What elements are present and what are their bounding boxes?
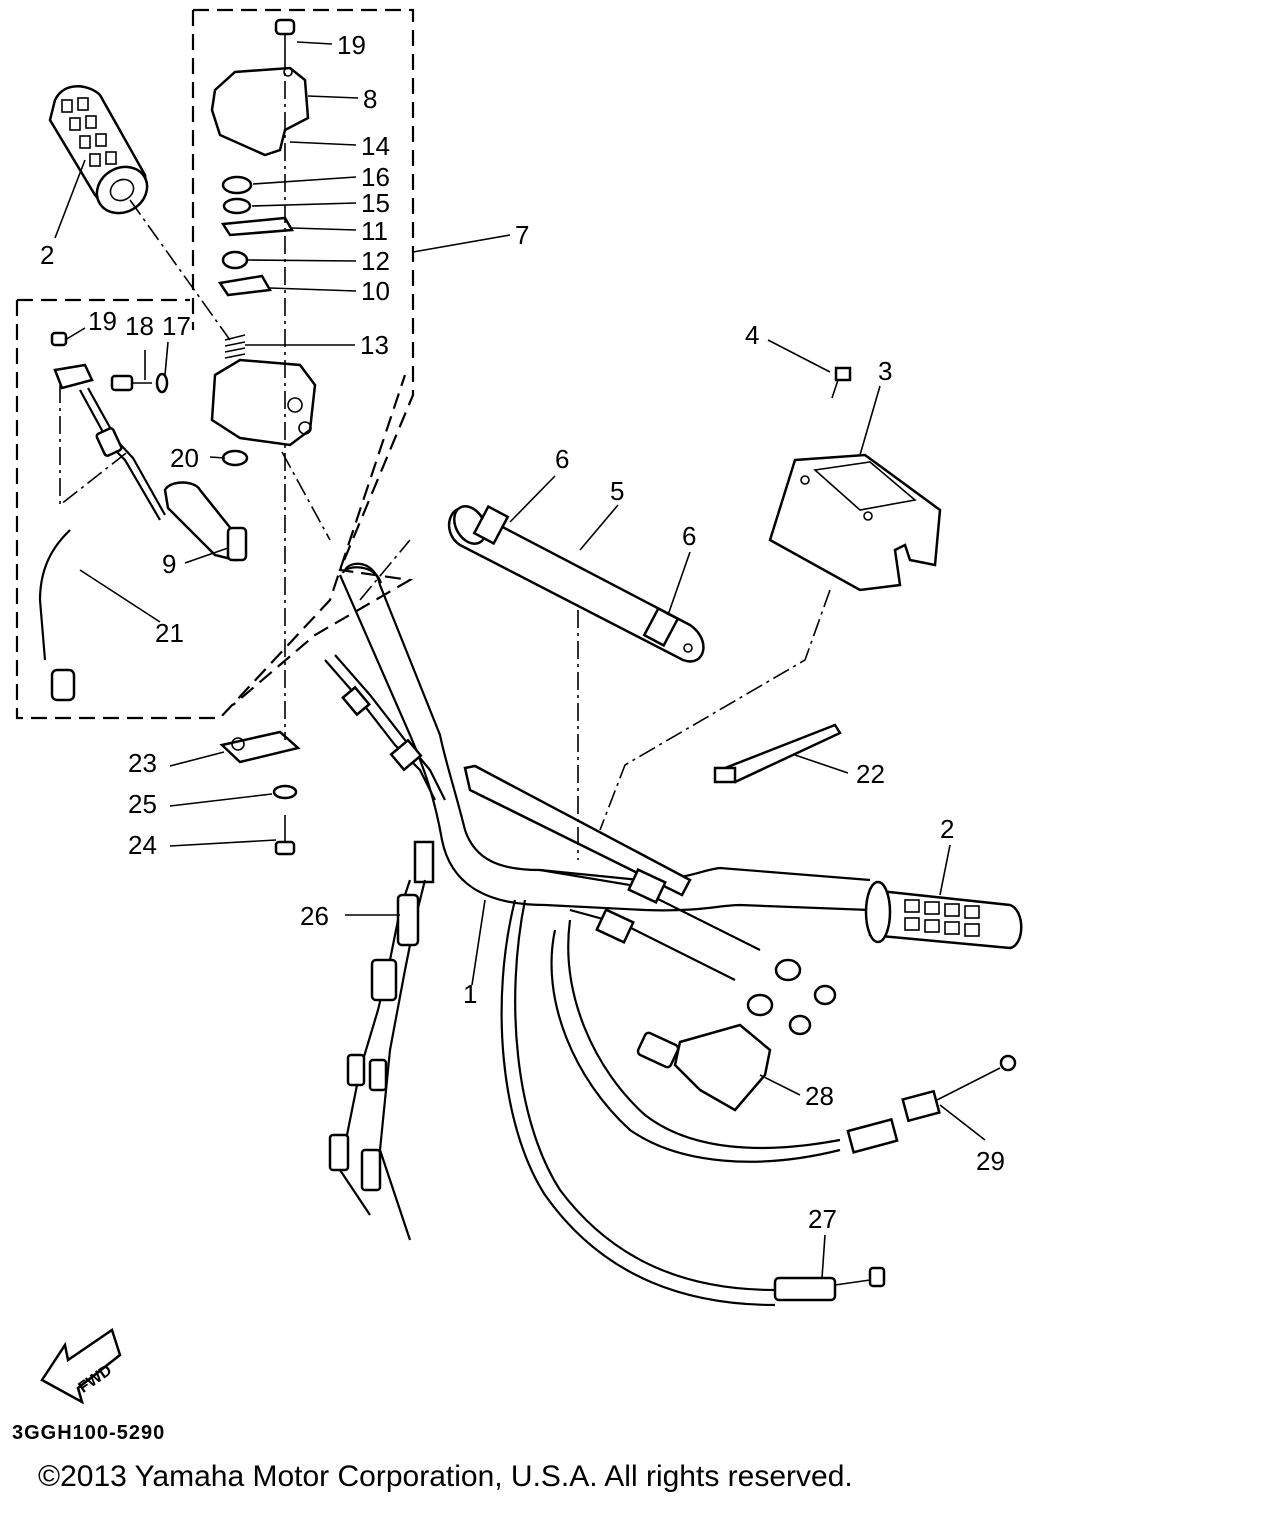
throttle-lever	[163, 481, 248, 562]
kill-switch-lead	[38, 387, 166, 702]
assembly-switch-boundary	[15, 300, 407, 720]
callout-17: 17	[162, 311, 191, 341]
callout-25: 25	[128, 789, 157, 819]
callout-13: 13	[360, 330, 389, 360]
callout-19-switch: 19	[88, 306, 117, 336]
callout-12: 12	[361, 246, 390, 276]
leader-lines	[54, 41, 986, 1279]
alignment-lines	[59, 385, 831, 860]
callout-21: 21	[155, 618, 184, 648]
assembly-7-boundary	[193, 8, 415, 706]
callout-18: 18	[125, 311, 154, 341]
throttle-cable	[324, 654, 446, 1241]
callout-4: 4	[745, 320, 759, 350]
callout-20: 20	[170, 443, 199, 473]
cover-bolt	[831, 366, 852, 399]
callout-3: 3	[878, 356, 892, 386]
callout-1: 1	[463, 979, 477, 1009]
diagram-reference-code: 3GGH100-5290	[12, 1422, 166, 1444]
callout-29: 29	[976, 1146, 1005, 1176]
lever-bolt	[110, 372, 169, 394]
brake-cables	[500, 868, 1017, 1307]
handlebar-pad	[448, 504, 705, 663]
callout-numbers: 19 8 14 16 15 11 7 12 10 2 19 18 17 13 4…	[40, 30, 1005, 1234]
brake-switch-bracket	[636, 1023, 772, 1112]
callout-6-right: 6	[682, 521, 696, 551]
throttle-spring	[224, 334, 246, 359]
forward-arrow-icon: FWD	[40, 1328, 122, 1405]
nut-20	[221, 449, 249, 467]
callout-28: 28	[805, 1081, 834, 1111]
switch-screw	[50, 331, 68, 347]
throttle-washers	[217, 175, 295, 297]
callout-9: 9	[162, 549, 176, 579]
handlebar-cover	[768, 453, 942, 592]
cable-tie	[713, 723, 842, 784]
throttle-housing	[210, 358, 317, 447]
callout-14: 14	[361, 131, 390, 161]
left-grip	[48, 85, 149, 215]
callout-23: 23	[128, 748, 157, 778]
clamp-23	[219, 730, 301, 764]
grip-axis-2	[129, 199, 231, 341]
callout-11: 11	[361, 216, 388, 246]
callout-24: 24	[128, 830, 157, 860]
callout-27: 27	[808, 1204, 837, 1234]
callout-16: 16	[361, 162, 390, 192]
callout-22: 22	[856, 759, 885, 789]
washer-25	[272, 784, 298, 800]
callout-5: 5	[610, 476, 624, 506]
right-grip	[864, 880, 1023, 950]
callout-8: 8	[363, 84, 377, 114]
callout-10: 10	[361, 276, 390, 306]
callout-7: 7	[515, 220, 529, 250]
callout-26: 26	[300, 901, 329, 931]
callout-19: 19	[337, 30, 366, 60]
bolt-24	[274, 815, 296, 856]
throttle-screw-top	[274, 18, 296, 50]
callout-2-left: 2	[40, 240, 54, 270]
callout-6-left: 6	[555, 444, 569, 474]
switch-clip	[53, 363, 94, 390]
callout-2-right: 2	[940, 814, 954, 844]
copyright-notice: ©2013 Yamaha Motor Corporation, U.S.A. A…	[38, 1460, 853, 1493]
callout-15: 15	[361, 188, 390, 218]
